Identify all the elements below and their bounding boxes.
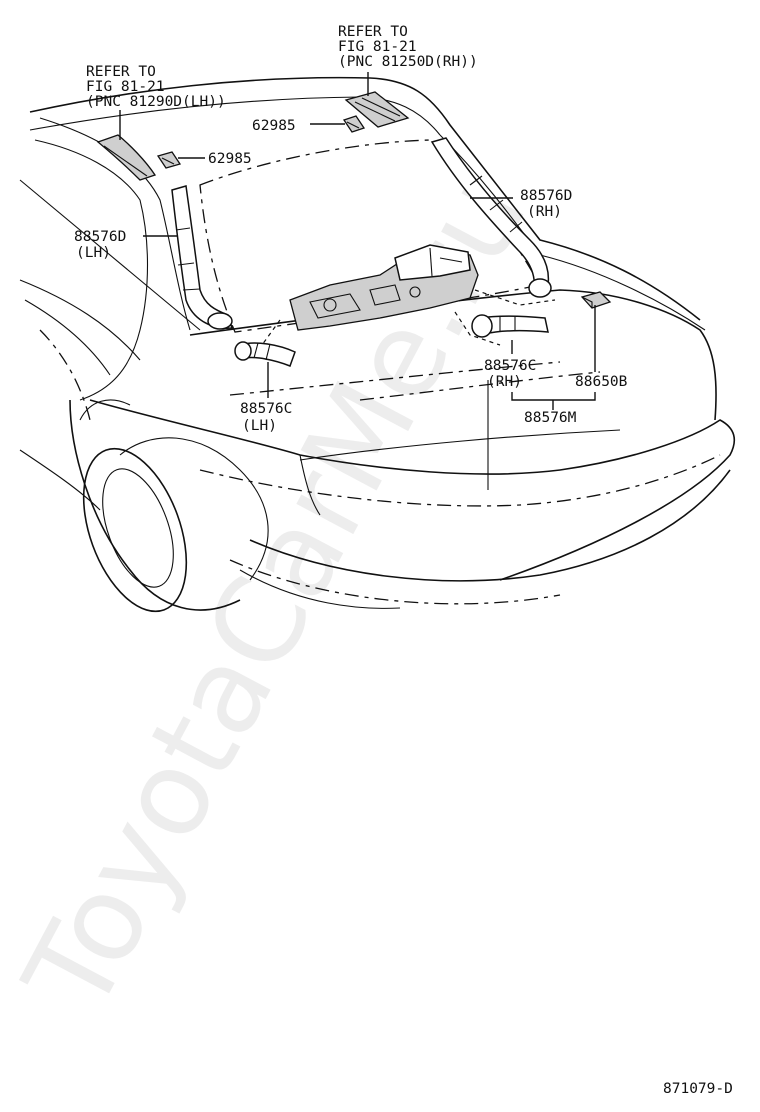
car-body-outline bbox=[19, 76, 736, 613]
clip-62985-lower bbox=[156, 151, 182, 169]
lh-hose-88576c bbox=[234, 341, 296, 367]
clip-62985-upper bbox=[342, 115, 366, 133]
figure-id: 871079-D bbox=[663, 1081, 733, 1097]
refer-rh-line2: FIG 81-21 bbox=[338, 39, 417, 55]
label-88576d-rh-side: (RH) bbox=[527, 204, 562, 220]
label-88576m: 88576M bbox=[524, 410, 577, 426]
refer-rh-line1: REFER TO bbox=[338, 24, 408, 40]
sensor-88650b bbox=[580, 291, 612, 309]
rh-hose-88576c bbox=[454, 311, 549, 346]
rh-duct-88576d bbox=[430, 137, 552, 298]
refer-lh-line3: (PNC 81290D(LH)) bbox=[86, 94, 226, 110]
label-88576c-lh: 88576C bbox=[240, 401, 292, 417]
lh-high-mount-lamp bbox=[96, 134, 157, 181]
label-88650b: 88650B bbox=[575, 374, 628, 390]
label-88576c-rh-side: (RH) bbox=[487, 374, 522, 390]
refer-lh-line1: REFER TO bbox=[86, 64, 156, 80]
refer-rh-line3: (PNC 81250D(RH)) bbox=[338, 54, 478, 70]
label-88576d-lh-side: (LH) bbox=[76, 245, 111, 261]
label-62985-lower: 62985 bbox=[208, 151, 252, 167]
leader-lines bbox=[119, 72, 596, 410]
label-88576d-rh: 88576D bbox=[520, 188, 572, 204]
refer-lh-line2: FIG 81-21 bbox=[86, 79, 165, 95]
rh-high-mount-lamp bbox=[344, 91, 410, 128]
label-62985-upper: 62985 bbox=[252, 118, 296, 134]
label-88576d-lh: 88576D bbox=[74, 229, 126, 245]
blower-assembly bbox=[261, 244, 556, 346]
callout-refer-lh: REFER TO FIG 81-21 (PNC 81290D(LH)) bbox=[86, 64, 226, 110]
callout-refer-rh: REFER TO FIG 81-21 (PNC 81250D(RH)) bbox=[338, 24, 478, 70]
lh-duct-88576d bbox=[171, 185, 233, 330]
label-88576c-lh-side: (LH) bbox=[242, 418, 277, 434]
label-88576c-rh: 88576C bbox=[484, 358, 536, 374]
